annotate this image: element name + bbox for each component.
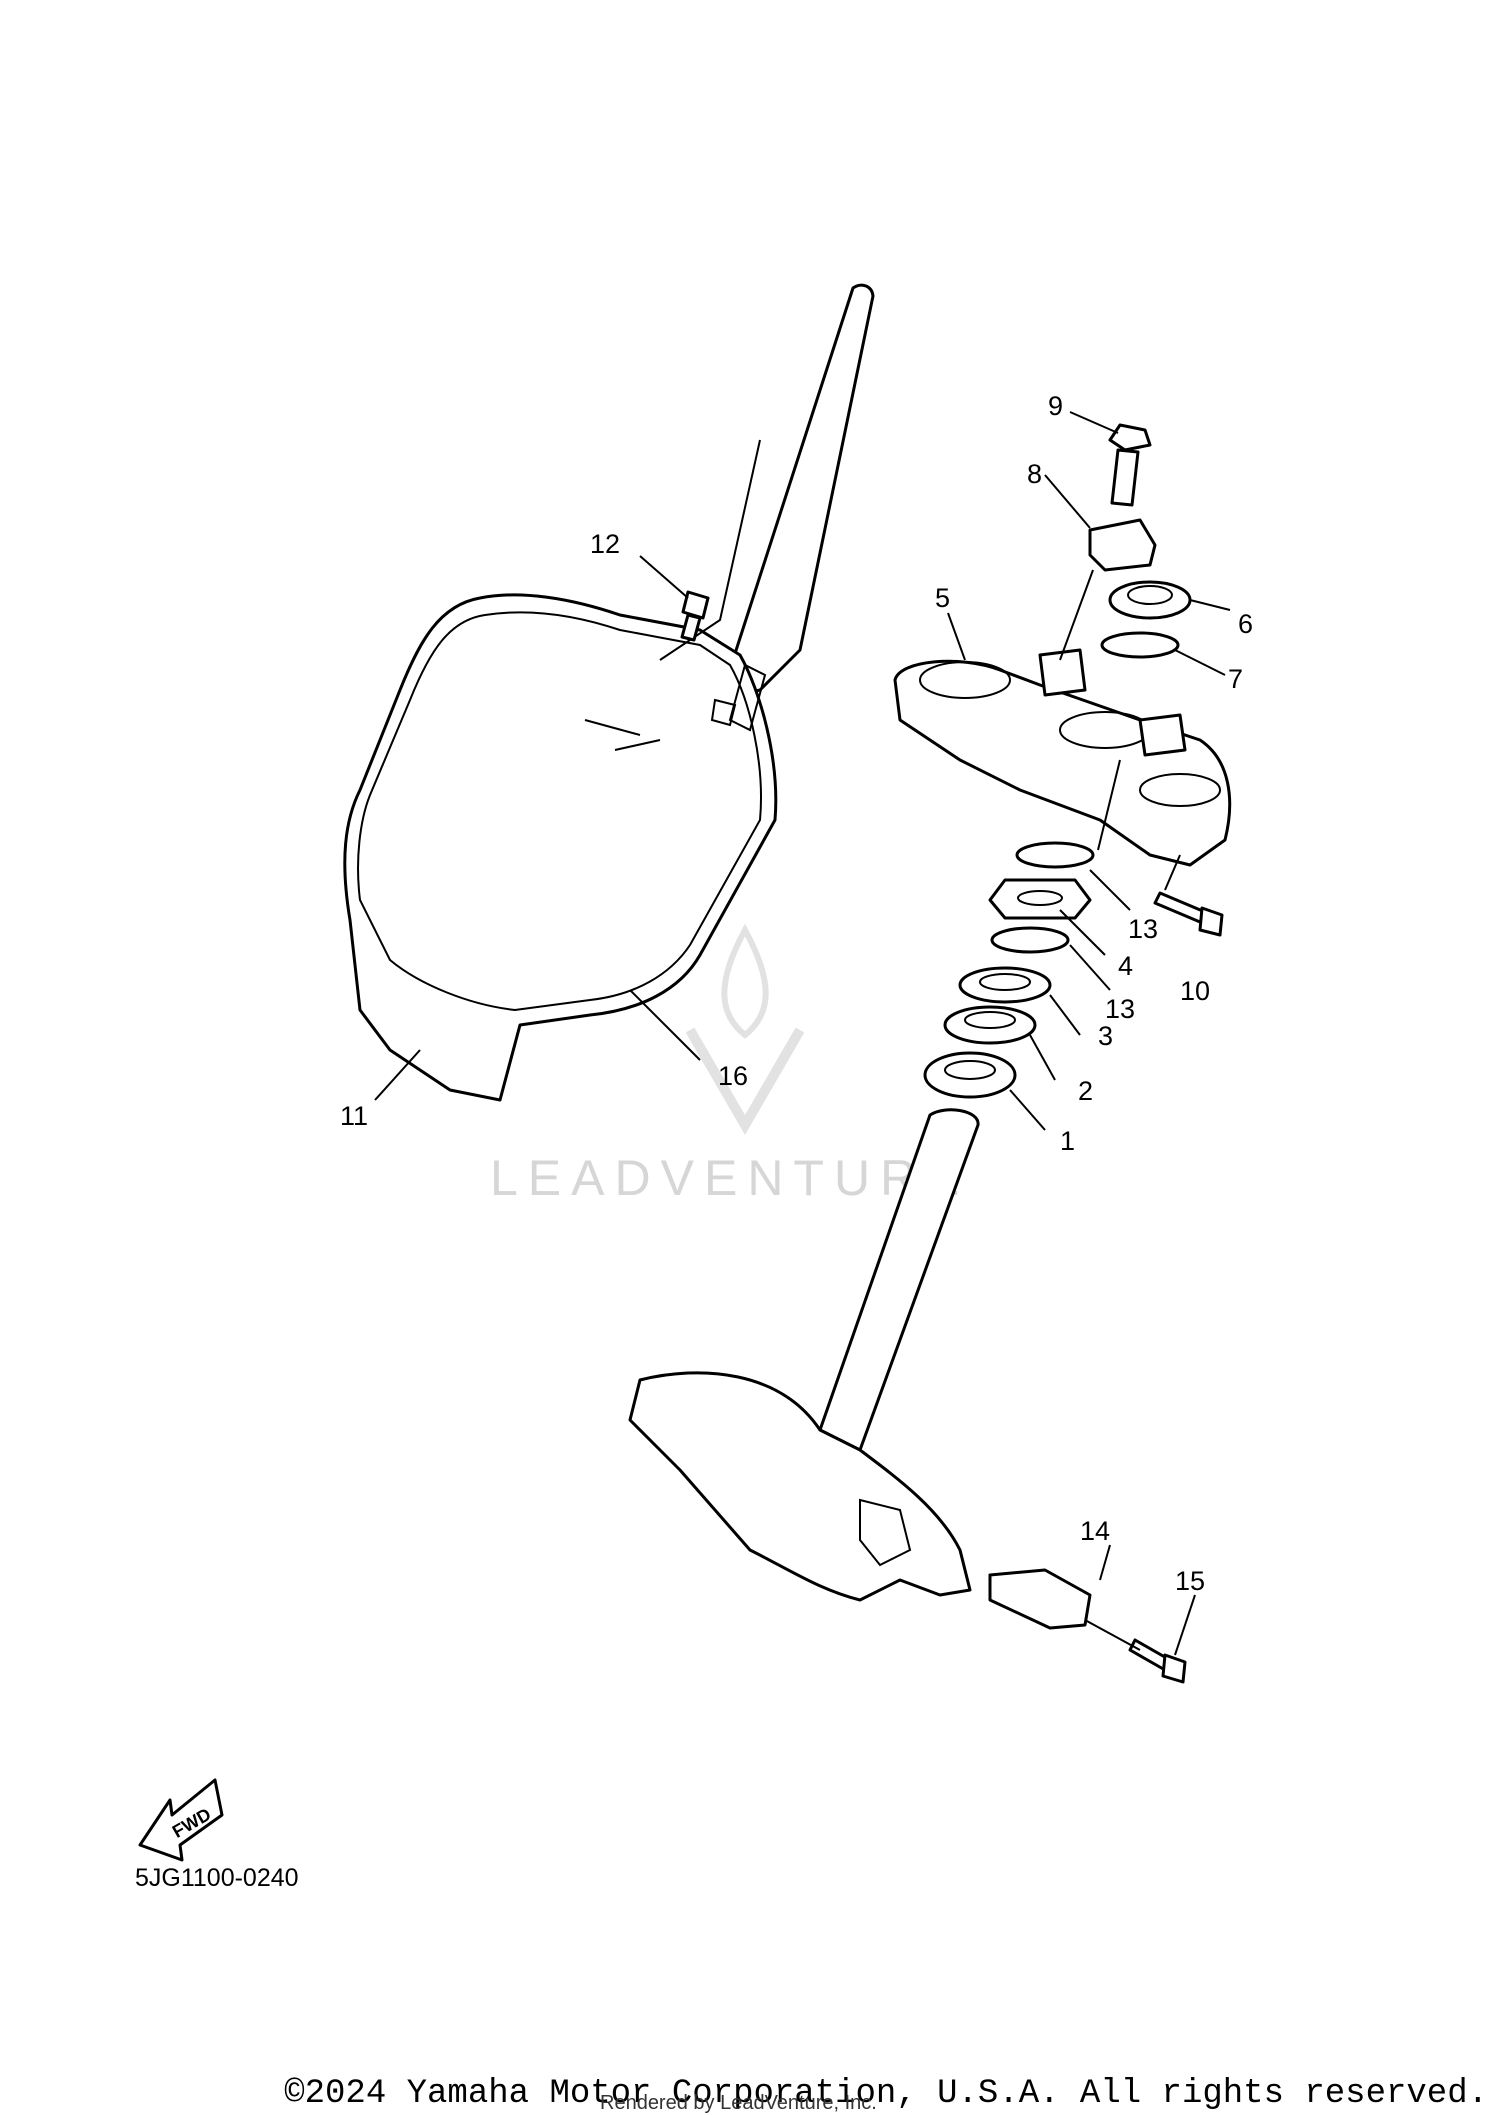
watermark: LEADVENTURE — [490, 923, 970, 1206]
fwd-arrow-icon: FWD — [138, 1778, 224, 1862]
diagram-code: 5JG1100-0240 — [135, 1864, 299, 1892]
ring-nut-4[interactable] — [988, 878, 1092, 920]
callout-9: 9 — [1048, 391, 1063, 421]
under-bracket[interactable] — [628, 1108, 980, 1602]
callout-11: 11 — [340, 1101, 368, 1131]
bolt-15[interactable] — [1128, 1638, 1187, 1684]
bearing-2[interactable] — [943, 1005, 1037, 1045]
callout-4: 4 — [1118, 951, 1133, 981]
callout-16: 16 — [718, 1061, 748, 1091]
callout-13-lower: 13 — [1105, 994, 1135, 1024]
watermark-text: LEADVENTURE — [490, 1150, 970, 1206]
callout-7: 7 — [1228, 664, 1243, 694]
bolt-10[interactable] — [1153, 891, 1224, 937]
leader-lines — [374, 411, 1231, 1656]
callout-6: 6 — [1238, 609, 1253, 639]
cover-3[interactable] — [958, 966, 1052, 1004]
callout-15: 15 — [1175, 1566, 1205, 1596]
callout-3: 3 — [1098, 1021, 1113, 1051]
callout-14: 14 — [1080, 1516, 1110, 1546]
callout-1: 1 — [1060, 1126, 1075, 1156]
screw-12[interactable] — [680, 590, 710, 642]
washer-7[interactable] — [1100, 631, 1180, 659]
handlebar-holder-8[interactable] — [1088, 518, 1157, 572]
copyright-notice: ©2024 Yamaha Motor Corporation, U.S.A. A… — [284, 2075, 1488, 2113]
callout-8: 8 — [1027, 459, 1042, 489]
callout-5: 5 — [935, 583, 950, 613]
callout-10: 10 — [1180, 976, 1210, 1006]
callout-labels: 1 2 3 4 5 6 7 8 9 10 11 12 13 13 14 15 1… — [340, 391, 1253, 1596]
rendered-by-notice: Rendered by LeadVenture, Inc. — [600, 2092, 877, 2114]
cable-guide-14[interactable] — [988, 1568, 1092, 1630]
washer-13-lower[interactable] — [990, 926, 1070, 954]
washer-6[interactable] — [1108, 580, 1192, 620]
bearing-1[interactable] — [923, 1051, 1017, 1099]
handle-crown-5[interactable] — [893, 648, 1232, 867]
washer-13-upper[interactable] — [1015, 841, 1095, 869]
number-plate[interactable] — [343, 283, 875, 1102]
callout-12: 12 — [590, 529, 620, 559]
bolt-9[interactable] — [1108, 423, 1152, 507]
callout-13-upper: 13 — [1128, 914, 1158, 944]
callout-2: 2 — [1078, 1076, 1093, 1106]
